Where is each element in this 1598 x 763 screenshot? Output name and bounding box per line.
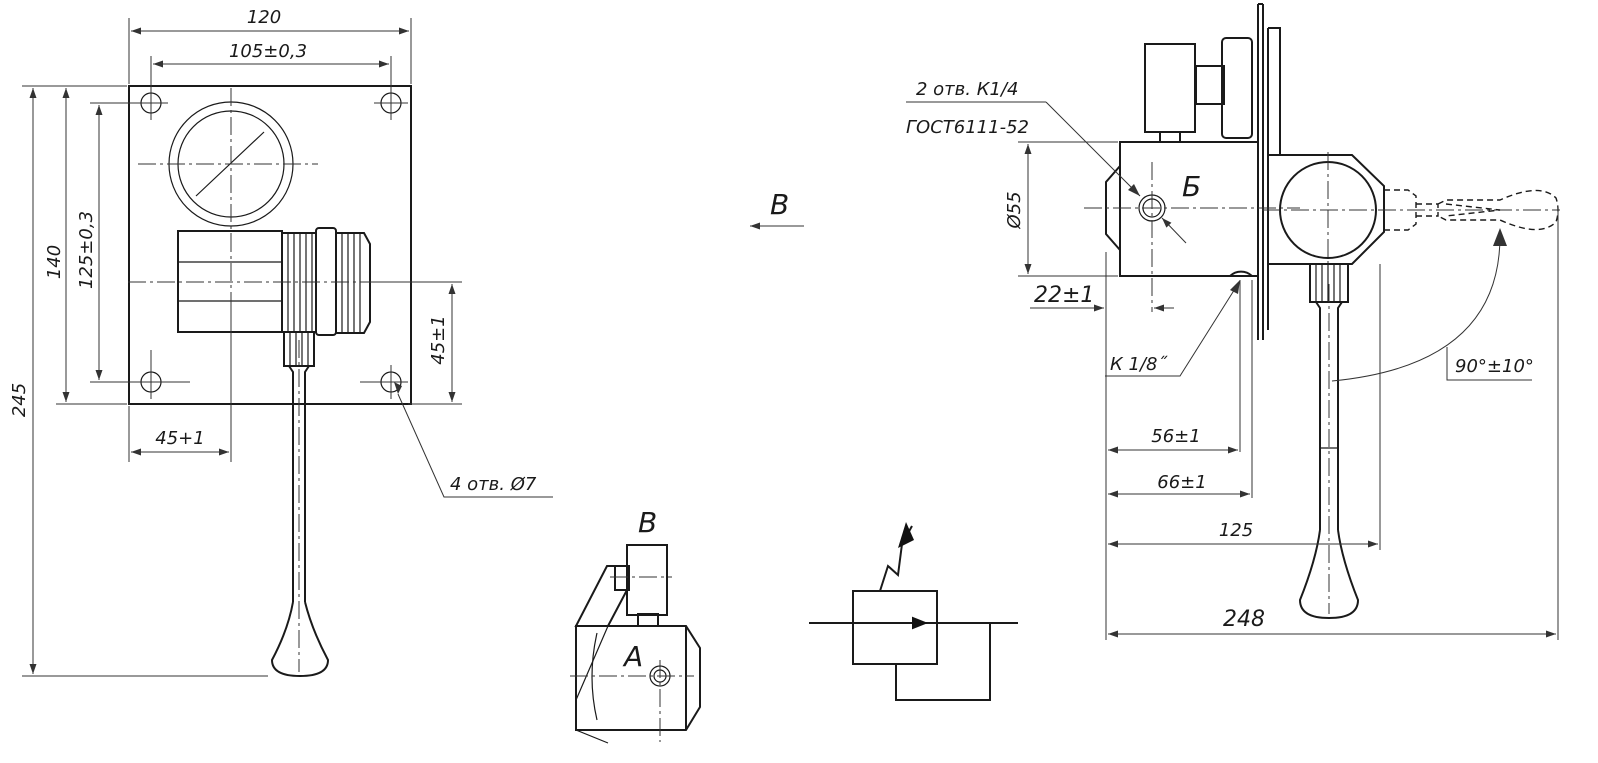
side-dimensions — [906, 101, 1559, 640]
dim-angle: 90°±10° — [1455, 356, 1534, 377]
side-port-label: Б — [1182, 170, 1201, 203]
dim-248: 248 — [1223, 607, 1265, 632]
note-ports-2: ГОСТ6111-52 — [906, 117, 1029, 138]
side-view: Б — [1084, 3, 1560, 620]
view-arrow: В — [750, 188, 804, 230]
view-b-title: В — [638, 506, 657, 539]
base-plate — [128, 85, 412, 405]
dim-total-height: 245 — [9, 383, 30, 417]
dim-offset-y: 45±1 — [428, 315, 449, 364]
dim-22: 22±1 — [1034, 283, 1094, 308]
handle-front — [270, 331, 330, 678]
dim-hole-spacing-y: 125±0,3 — [76, 211, 97, 289]
note-holes: 4 отв. Ø7 — [450, 474, 537, 495]
dim-56: 56±1 — [1151, 426, 1200, 447]
dim-diameter: Ø55 — [1004, 191, 1025, 229]
view-b: В А — [570, 506, 701, 744]
dim-66: 66±1 — [1157, 472, 1206, 493]
dim-125: 125 — [1219, 520, 1253, 541]
mounting-holes — [134, 86, 408, 399]
dim-hole-spacing-x: 105±0,3 — [229, 41, 307, 62]
valve-body-front — [128, 227, 412, 336]
dim-offset-x: 45+1 — [155, 428, 204, 449]
valve-symbol — [809, 522, 1018, 701]
view-arrow-label: В — [770, 188, 789, 221]
dim-height: 140 — [44, 245, 65, 279]
front-view: 120 105±0,3 140 125±0,3 245 45+1 45±1 4 … — [9, 7, 553, 678]
front-dimensions — [22, 18, 553, 677]
view-b-port-label: А — [622, 640, 643, 673]
gauge-window — [138, 88, 318, 246]
note-ports-1: 2 отв. К1/4 — [916, 79, 1018, 100]
note-k18: К 1/8˝ — [1110, 354, 1168, 375]
dim-width: 120 — [247, 7, 281, 28]
